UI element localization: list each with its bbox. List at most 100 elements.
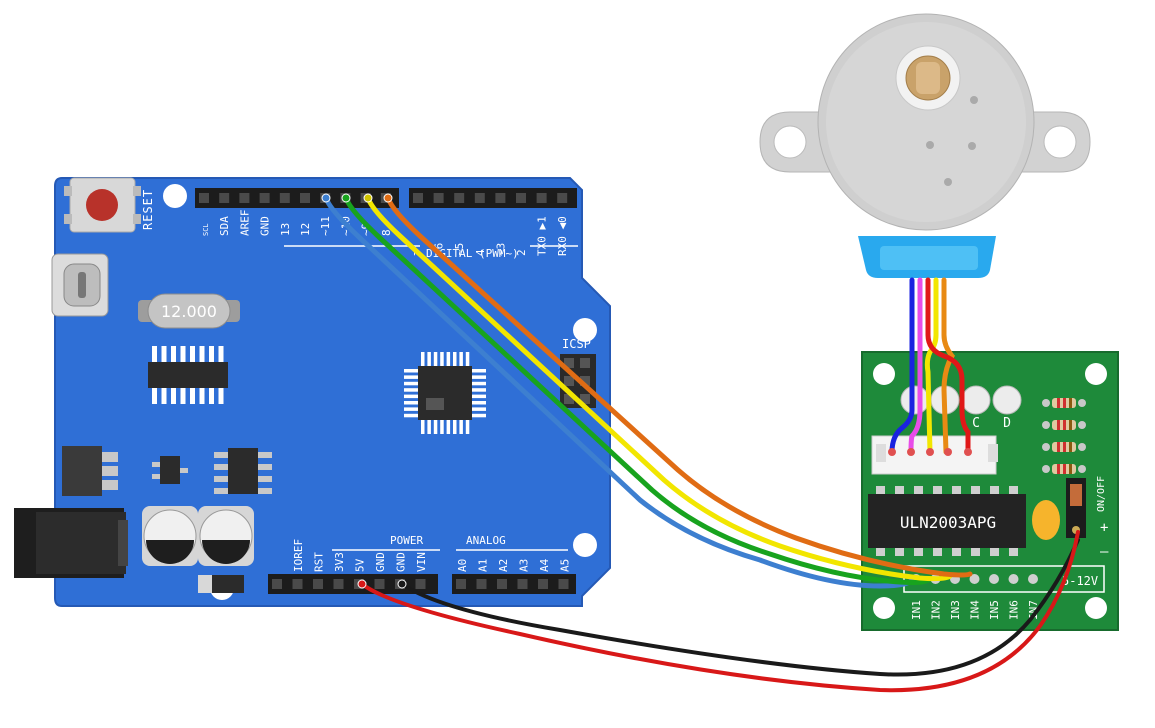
led-c	[961, 385, 991, 415]
capacitor	[198, 506, 254, 566]
header-pin[interactable]	[413, 193, 423, 203]
input-pin-label: IN6	[1008, 600, 1021, 620]
header-pin[interactable]	[239, 193, 250, 203]
header-pin[interactable]	[474, 193, 485, 203]
header-pin[interactable]	[259, 193, 270, 203]
mount-hole	[873, 597, 895, 619]
reset-label: RESET	[141, 189, 155, 230]
microcontroller-chip	[404, 352, 486, 434]
power-pin-label: 5V	[354, 558, 367, 572]
on-off-jumper[interactable]	[1066, 478, 1086, 538]
header-pin[interactable]	[333, 579, 344, 589]
header-pin[interactable]	[199, 193, 209, 203]
switch-label: ON/OFF	[1096, 476, 1107, 512]
header-pin[interactable]	[454, 193, 465, 203]
header-pin[interactable]	[292, 579, 303, 589]
stepper-motor	[759, 13, 1091, 278]
mount-hole	[1085, 597, 1107, 619]
motor-wire-blue	[889, 277, 915, 455]
header-pin[interactable]	[558, 579, 569, 589]
mount-hole	[163, 184, 187, 208]
header-pin[interactable]	[538, 579, 548, 589]
digital-pin-label: ~5	[453, 243, 466, 256]
analog-header	[452, 574, 576, 594]
input-pin-label: IN4	[969, 600, 982, 620]
motor-shaft-flat	[916, 62, 940, 94]
uln2003-driver-board: C D ULN2003APG ON/OFF + – 5-12V	[861, 351, 1119, 631]
analog-pin-label: A5	[559, 559, 572, 572]
flange-hole	[773, 125, 807, 159]
crystal-label: 12.000	[161, 302, 217, 321]
input-pin-label: IN5	[988, 600, 1001, 620]
flange-hole	[1043, 125, 1077, 159]
power-pin-label: GND	[374, 552, 387, 572]
plus-label: +	[1100, 520, 1108, 536]
analog-pin-label: A1	[477, 559, 490, 572]
wire-pin11-in1	[323, 195, 915, 589]
wire-5v	[360, 530, 1080, 693]
header-pin[interactable]	[476, 579, 487, 589]
motor-wires	[888, 277, 972, 456]
digital-header-right	[409, 188, 577, 208]
wire-pin9-in3	[365, 195, 953, 582]
input-pin-label: IN2	[930, 600, 943, 620]
signal-wires	[321, 193, 973, 589]
voltage-label: 5-12V	[1062, 574, 1098, 588]
header-pin[interactable]	[495, 193, 506, 203]
header-pin[interactable]	[517, 579, 528, 589]
diode	[198, 575, 244, 593]
header-pin[interactable]	[272, 579, 282, 589]
motor-screw	[926, 141, 934, 149]
analog-pin-label: A3	[518, 559, 531, 572]
input-pin[interactable]	[1028, 574, 1038, 584]
transistor	[152, 456, 188, 484]
digital-pin-label: SDA	[218, 216, 231, 236]
analog-pin-label: A0	[456, 559, 469, 572]
motor-screw	[944, 178, 952, 186]
chip-label: ULN2003APG	[900, 513, 996, 532]
voltage-regulator	[62, 446, 118, 496]
header-pin[interactable]	[497, 579, 507, 589]
led-d	[992, 385, 1022, 415]
digital-pin-label: 13	[279, 223, 292, 236]
header-pin[interactable]	[300, 193, 310, 203]
header-pin[interactable]	[415, 579, 426, 589]
header-pin[interactable]	[374, 579, 385, 589]
input-pin[interactable]	[989, 574, 999, 584]
power-pin-label: GND	[395, 552, 408, 572]
input-pin[interactable]	[969, 574, 980, 584]
input-pin-label: IN3	[949, 600, 962, 620]
motor-wire-orange	[941, 277, 956, 455]
motor-wire-yellow	[924, 277, 939, 455]
power-label: POWER	[390, 534, 423, 547]
digital-pin-label: SCL	[202, 223, 210, 236]
input-header-outline	[903, 565, 1105, 593]
digital-label: DIGITAL (PWM~)	[426, 247, 519, 260]
digital-pin-label: RX0 ◀0	[556, 216, 569, 256]
digital-pin-label: AREF	[238, 210, 251, 237]
dc-power-jack	[14, 508, 128, 578]
header-pin[interactable]	[433, 193, 444, 203]
led-label-d: D	[1003, 416, 1011, 431]
header-pin[interactable]	[516, 193, 526, 203]
minus-label: –	[1100, 544, 1109, 560]
header-pin[interactable]	[219, 193, 230, 203]
header-pin[interactable]	[536, 193, 547, 203]
header-pin[interactable]	[557, 193, 568, 203]
power-pin-label: VIN	[415, 552, 428, 572]
analog-pin-label: A2	[497, 559, 510, 572]
crystal-oscillator: 12.000	[138, 293, 240, 329]
reset-button[interactable]	[64, 177, 141, 233]
header-pin[interactable]	[456, 579, 466, 589]
digital-pin-label: 2	[515, 249, 528, 256]
led-a	[900, 385, 930, 415]
small-ic	[214, 448, 272, 494]
mount-hole	[573, 533, 597, 557]
input-pin[interactable]	[1008, 574, 1019, 584]
power-pin-label: IOREF	[292, 539, 305, 572]
header-pin[interactable]	[279, 193, 290, 203]
motor-screw	[968, 142, 976, 150]
power-pin-label: RST	[313, 552, 326, 572]
header-pin[interactable]	[313, 579, 323, 589]
